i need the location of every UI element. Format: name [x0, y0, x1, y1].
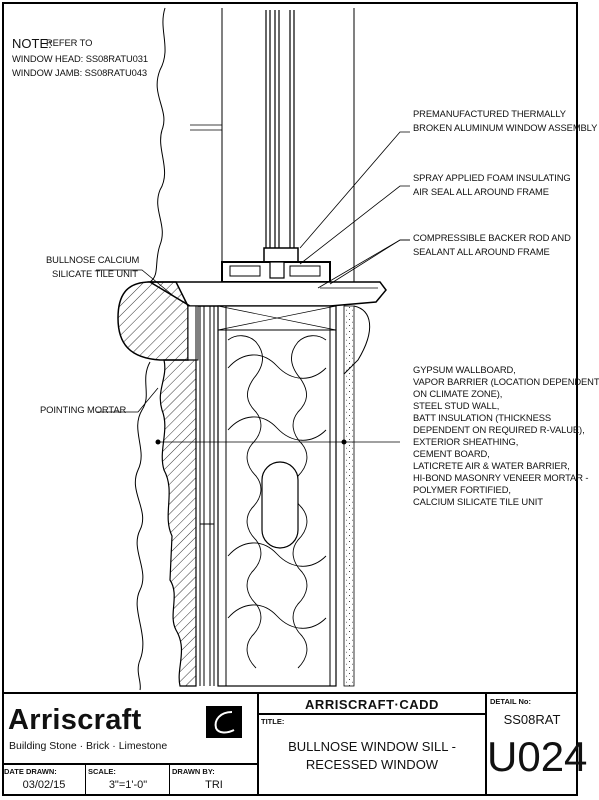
- wall-layer: POLYMER FORTIFIED,: [413, 484, 511, 495]
- wall-layer: ON CLIMATE ZONE),: [413, 388, 503, 399]
- callout-bullnose: SILICATE TILE UNIT: [52, 268, 138, 279]
- scale-value: 3"=1'-0": [108, 779, 148, 791]
- drawing-title: BULLNOSE WINDOW SILL -: [288, 739, 456, 754]
- date-value: 03/02/15: [22, 779, 66, 791]
- drawn-label: DRAWN BY:: [172, 767, 215, 776]
- wall-layer: HI-BOND MASONRY VENEER MORTAR -: [413, 472, 589, 483]
- stud-cavity: [217, 305, 337, 687]
- upper-wall-break: [149, 7, 223, 283]
- wall-assembly-list: GYPSUM WALLBOARD, VAPOR BARRIER (LOCATIO…: [413, 364, 599, 508]
- wall-layer: CEMENT BOARD,: [413, 448, 490, 459]
- logo-cell: Arriscraft Building Stone · Brick · Lime…: [2, 692, 258, 764]
- wall-layer: VAPOR BARRIER (LOCATION DEPENDENT: [413, 376, 599, 387]
- callout-pointing-mortar: POINTING MORTAR: [40, 404, 127, 415]
- scale-cell: SCALE: 3"=1'-0": [86, 764, 170, 796]
- exterior-veneer: [134, 306, 215, 691]
- wall-layer: EXTERIOR SHEATHING,: [413, 436, 519, 447]
- date-cell: DATE DRAWN: 03/02/15: [2, 764, 86, 796]
- wall-layer: DEPENDENT ON REQUIRED R-VALUE),: [413, 424, 585, 435]
- company-tagline: Building Stone · Brick · Limestone: [9, 740, 168, 752]
- drawing-title: RECESSED WINDOW: [305, 757, 439, 772]
- callout-window-assembly: PREMANUFACTURED THERMALLY: [413, 108, 566, 119]
- title-cell: TITLE: BULLNOSE WINDOW SILL - RECESSED W…: [258, 714, 486, 796]
- callout-bullnose: BULLNOSE CALCIUM: [46, 254, 140, 265]
- bullnose-tile: [117, 281, 199, 361]
- callout-backer-rod: SEALANT ALL AROUND FRAME: [413, 246, 550, 257]
- cadd-cell: ARRISCRAFT·CADD: [258, 692, 486, 714]
- sill-plate: [147, 281, 387, 687]
- note-line: WINDOW HEAD: SS08RATU031: [12, 53, 148, 64]
- title-label: TITLE:: [261, 717, 285, 726]
- section-drawing: [96, 7, 410, 691]
- note-title: NOTE:: [12, 36, 52, 51]
- detail-code: SS08RAT: [503, 712, 561, 727]
- wall-layer: LATICRETE AIR & WATER BARRIER,: [413, 460, 570, 471]
- callout-window-assembly: BROKEN ALUMINUM WINDOW ASSEMBLY: [413, 122, 598, 133]
- callout-backer-rod: COMPRESSIBLE BACKER ROD AND: [413, 232, 571, 243]
- wall-layer: GYPSUM WALLBOARD,: [413, 364, 516, 375]
- note-line: WINDOW JAMB: SS08RATU043: [12, 67, 147, 78]
- wall-layer: CALCIUM SILICATE TILE UNIT: [413, 496, 543, 507]
- wall-layer: STEEL STUD WALL,: [413, 400, 500, 411]
- logo-mark-icon: [206, 706, 242, 738]
- detail-cell: DETAIL No: SS08RAT U024: [486, 692, 588, 796]
- company-logo: Arriscraft: [8, 704, 142, 736]
- title-block: Arriscraft Building Stone · Brick · Lime…: [2, 692, 588, 796]
- callout-spray-foam: AIR SEAL ALL AROUND FRAME: [413, 186, 549, 197]
- detail-number: U024: [487, 733, 588, 780]
- cadd-label: ARRISCRAFT·CADD: [305, 697, 439, 712]
- detail-label: DETAIL No:: [490, 697, 531, 706]
- wall-layer: BATT INSULATION (THICKNESS: [413, 412, 552, 423]
- drawn-value: TRI: [205, 779, 223, 791]
- scale-label: SCALE:: [88, 767, 116, 776]
- drawn-cell: DRAWN BY: TRI: [170, 764, 258, 796]
- leader-lines: [96, 131, 410, 413]
- sheet-border: [2, 2, 578, 796]
- window-frame: [221, 8, 355, 289]
- note-line: REFER TO: [46, 37, 93, 48]
- date-label: DATE DRAWN:: [4, 767, 57, 776]
- callout-spray-foam: SPRAY APPLIED FOAM INSULATING: [413, 172, 571, 183]
